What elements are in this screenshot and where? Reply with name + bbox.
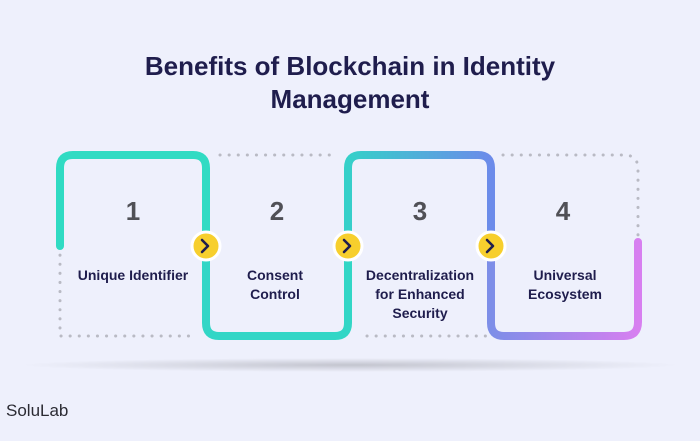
chevron-right-icon — [200, 238, 210, 254]
step-3-number: 3 — [412, 196, 428, 226]
step-4-label: Universal Ecosystem — [505, 266, 625, 304]
step-2-label-line-2: Control — [250, 286, 300, 302]
step-3-label-line-1: Decentralization — [365, 267, 475, 283]
step-1-frame — [56, 151, 210, 250]
step-2-frame — [202, 242, 352, 340]
step-3-label-line-3: Security — [392, 305, 448, 321]
brand-logo: SoluLab — [6, 401, 69, 420]
step-4-label-line-2: Ecosystem — [528, 286, 602, 302]
arrow-badge-1 — [190, 230, 222, 262]
title-line-1: Benefits of Blockchain in Identity — [144, 51, 556, 81]
step-2-label-line-1: Consent — [247, 267, 303, 283]
chevron-right-icon — [342, 238, 352, 254]
dotted-connector-step-1 — [58, 244, 197, 338]
step-2-number: 2 — [269, 196, 285, 226]
chevron-right-icon — [485, 238, 495, 254]
step-3-label: Decentralization for Enhanced Security — [352, 266, 488, 323]
step-1-label: Unique Identifier — [64, 266, 202, 285]
arrow-badge-3 — [475, 230, 507, 262]
step-1-number: 1 — [125, 196, 141, 226]
step-4-label-line-1: Universal — [533, 267, 597, 283]
step-1-label-line-1: Unique Identifier — [77, 267, 189, 283]
step-4-number: 4 — [555, 196, 571, 226]
step-2-label: Consent Control — [220, 266, 330, 304]
floor-shadow — [20, 358, 680, 372]
diagram-title: Benefits of Blockchain in Identity Manag… — [0, 50, 700, 116]
step-3-frame — [344, 151, 495, 250]
step-3-label-line-2: for Enhanced — [375, 286, 465, 302]
step-4-frame — [487, 238, 642, 340]
arrow-badge-2 — [332, 230, 364, 262]
dotted-connectors — [58, 153, 640, 338]
title-line-2: Management — [270, 84, 430, 114]
